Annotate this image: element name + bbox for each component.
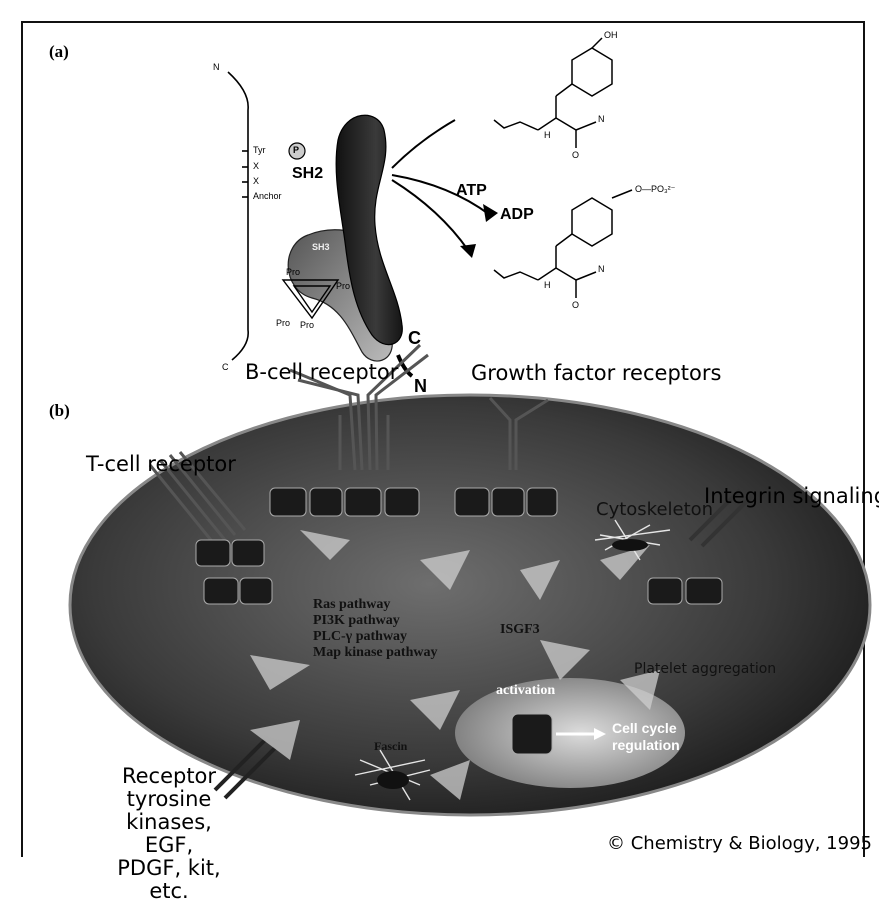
pathway-map-kinase: Map kinase pathway xyxy=(313,645,437,661)
atp-label: ATP xyxy=(456,182,487,200)
protein-n-term: N xyxy=(414,376,427,397)
peptide-n-term: N xyxy=(213,62,220,72)
sh3-label: SH3 xyxy=(312,242,330,252)
pro-label-1: Pro xyxy=(286,267,300,277)
peptide-strand xyxy=(228,72,248,360)
phosphate-label: O—PO₃²⁻ xyxy=(635,184,675,195)
x1-label: X xyxy=(253,161,259,171)
tyrosine-structure xyxy=(494,38,612,148)
cytoskeleton-node xyxy=(612,539,648,551)
carbonyl-o-2: O xyxy=(572,300,579,310)
pathway-plc: PLC-γ pathway xyxy=(313,629,407,645)
panel-b-label: (b) xyxy=(49,401,70,421)
tcell-receptor-label: T-cell receptor xyxy=(86,452,236,476)
sh2-label: SH2 xyxy=(292,165,323,183)
pro-label-4: Pro xyxy=(300,320,314,330)
rtk-line-2: tyrosine xyxy=(104,788,234,811)
rtk-line-4: PDGF, kit, etc. xyxy=(104,857,234,903)
growth-factor-label: Growth factor receptors xyxy=(471,361,721,385)
bcell-receptor-label: B-cell receptor xyxy=(245,360,398,384)
adp-label: ADP xyxy=(500,206,534,224)
rtk-line-3: kinases, EGF, xyxy=(104,811,234,857)
oh-label: OH xyxy=(604,30,618,40)
adp-arrowhead xyxy=(483,204,498,222)
carbonyl-o-1: O xyxy=(572,150,579,160)
pro-label-3: Pro xyxy=(276,318,290,328)
panel-a-label: (a) xyxy=(49,42,69,62)
tyr-label: Tyr xyxy=(253,145,266,155)
amide-h-2: H xyxy=(544,280,551,290)
protein-c-term: C xyxy=(408,328,421,349)
integrin-label: Integrin signaling xyxy=(704,484,879,508)
regulation-label: regulation xyxy=(612,737,680,753)
pathway-ras: Ras pathway xyxy=(313,597,390,613)
cytoskeleton-label: Cytoskeleton xyxy=(596,502,713,518)
rtk-line-1: Receptor xyxy=(104,765,234,788)
platelet-aggregation-label: Platelet aggregation xyxy=(634,661,776,677)
amide-n-2: N xyxy=(598,264,605,274)
x2-label: X xyxy=(253,176,259,186)
peptide-c-term: C xyxy=(222,362,229,372)
isgf3-label: ISGF3 xyxy=(500,622,540,638)
anchor-label: Anchor xyxy=(253,191,282,201)
figure-graphics xyxy=(0,0,879,858)
amide-h-1: H xyxy=(544,130,551,140)
amide-n-1: N xyxy=(598,114,605,124)
phospho-label: P xyxy=(293,145,299,155)
activation-label: activation xyxy=(496,683,555,699)
copyright-credit: © Chemistry & Biology, 1995 xyxy=(607,833,872,854)
fascin-node xyxy=(377,771,409,789)
pro-label-2: Pro xyxy=(336,281,350,291)
product-arrowhead xyxy=(460,244,476,258)
cell-cycle-label: Cell cycle xyxy=(612,720,677,736)
pathway-pi3k: PI3K pathway xyxy=(313,613,400,629)
fascin-label: Fascin xyxy=(374,738,407,754)
rtk-label: Receptor tyrosine kinases, EGF, PDGF, ki… xyxy=(104,765,234,903)
